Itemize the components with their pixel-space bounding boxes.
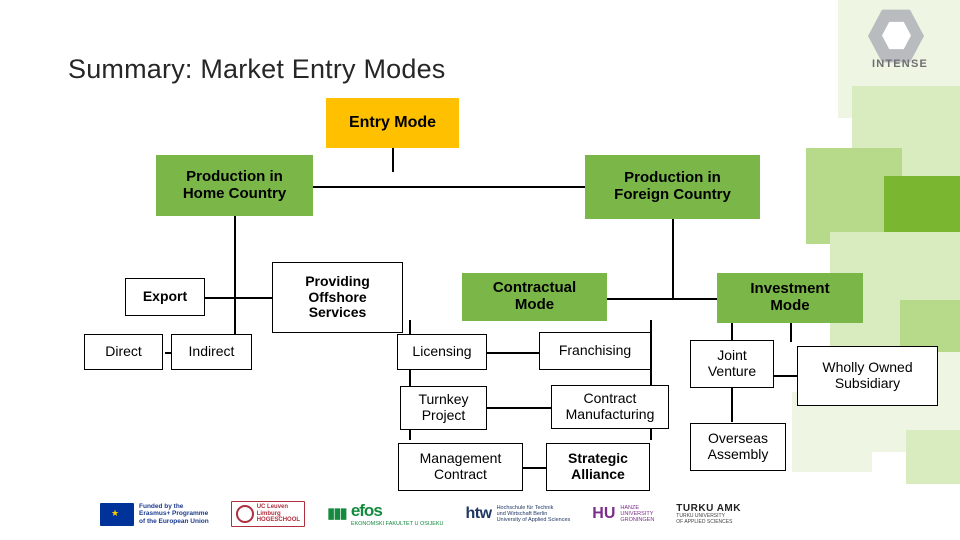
node-management-contract[interactable]: Management Contract — [398, 443, 523, 491]
node-label-line2: Mode — [770, 297, 810, 314]
logo-wordmark: INTENSE — [871, 58, 929, 70]
node-wholly-owned-subsidiary[interactable]: Wholly Owned Subsidiary — [797, 346, 938, 406]
node-licensing[interactable]: Licensing — [397, 334, 487, 370]
connector-foreign-children — [533, 298, 811, 300]
connector-export-down — [234, 278, 236, 340]
node-label-line2: Mode — [514, 296, 555, 313]
node-label-line2: Offshore — [308, 288, 367, 305]
node-export[interactable]: Export — [125, 278, 205, 316]
node-label-line1: Management — [419, 450, 502, 467]
connector-foreign-down — [672, 219, 674, 299]
turku-wordmark: TURKU AMK — [676, 502, 741, 514]
htw-sub-line3: University of Applied Sciences — [496, 517, 571, 524]
connector-investment-down — [790, 322, 792, 342]
node-label-line1: Investment — [750, 280, 830, 298]
ucll-line1: UC Leuven — [256, 503, 289, 510]
node-label: Franchising — [558, 342, 632, 359]
node-overseas-assembly[interactable]: Overseas Assembly — [690, 423, 786, 471]
node-label-line1: Strategic — [568, 450, 628, 467]
connector-investment-children — [771, 375, 806, 377]
connector-contractual-left-spine — [409, 320, 411, 440]
node-label: Entry Mode — [348, 114, 437, 132]
node-label-line2: Venture — [707, 363, 757, 379]
efos-wordmark: efos — [350, 501, 383, 521]
efos-bars-icon: ▮▮▮ — [327, 505, 348, 523]
intense-logo: INTENSE — [858, 8, 942, 80]
node-label-line2: Assembly — [707, 446, 769, 462]
node-label-line1: Wholly Owned — [822, 359, 913, 376]
erasmus-line1: Funded by the — [139, 502, 184, 510]
node-label: Licensing — [412, 343, 472, 360]
efos-logo: ▮▮▮ efos EKONOMSKI FAKULTET U OSIJEKU — [327, 501, 443, 527]
connector-contractual-row1 — [478, 352, 556, 354]
turku-logo: TURKU AMK TURKU UNIVERSITY OF APPLIED SC… — [676, 503, 741, 526]
htw-sub-line2: und Wirtschaft Berlin — [496, 510, 548, 517]
node-franchising[interactable]: Franchising — [539, 332, 651, 370]
node-label-line1: Contract — [583, 390, 637, 407]
node-label-line2: Manufacturing — [565, 406, 655, 422]
node-direct[interactable]: Direct — [84, 334, 163, 370]
connector-level1-horizontal — [234, 186, 586, 188]
connector-contractual-row2 — [481, 407, 553, 409]
hanze-sub-line1: HANZE — [620, 504, 640, 511]
ucll-circle-icon — [235, 504, 254, 523]
connector-home-to-export — [200, 297, 336, 299]
hanze-sub-line2: UNIVERSITY — [620, 510, 654, 517]
erasmus-line3: of the European Union — [139, 517, 209, 525]
connector-home-down — [234, 216, 236, 278]
efos-sub: EKONOMSKI FAKULTET U OSIJEKU — [350, 520, 444, 527]
node-offshore-services[interactable]: Providing Offshore Services — [272, 262, 403, 333]
node-contractual-mode[interactable]: Contractual Mode — [462, 273, 607, 321]
node-label-line1: Contractual — [492, 279, 577, 297]
ucll-sub: HOGESCHOOL — [256, 517, 301, 524]
page-title: Summary: Market Entry Modes — [68, 54, 446, 84]
node-contract-manufacturing[interactable]: Contract Manufacturing — [551, 385, 669, 429]
node-label-line2: Project — [421, 407, 466, 423]
node-label-line2: Subsidiary — [834, 375, 901, 391]
node-indirect[interactable]: Indirect — [171, 334, 252, 370]
eu-flag-icon — [100, 502, 134, 526]
node-label-line1: Providing — [305, 272, 370, 289]
node-label-line2: Home Country — [182, 184, 287, 202]
node-label-line1: Joint — [717, 347, 747, 364]
erasmus-logo: Funded by the Erasmus+ Programme of the … — [100, 502, 209, 526]
node-investment-mode[interactable]: Investment Mode — [717, 273, 863, 323]
node-production-foreign[interactable]: Production in Foreign Country — [585, 155, 760, 219]
connector-contractual-row3 — [523, 467, 553, 469]
hanze-logo: HU HANZE UNIVERSITY GRONINGEN — [592, 505, 654, 524]
node-label-line2: Foreign Country — [614, 186, 731, 203]
turku-sub-line1: TURKU UNIVERSITY — [676, 513, 725, 519]
htw-sub-line1: Hochschule für Technik — [496, 504, 554, 511]
turku-sub-line2: OF APPLIED SCIENCES — [676, 518, 733, 525]
node-label: Indirect — [188, 343, 235, 360]
node-production-home[interactable]: Production in Home Country — [156, 155, 313, 216]
ucll-logo: UC Leuven Limburg HOGESCHOOL — [230, 500, 306, 528]
node-label-line3: Services — [308, 304, 367, 321]
node-label-line2: Alliance — [571, 466, 625, 482]
htw-logo: htw Hochschule für Technik und Wirtschaf… — [466, 505, 571, 524]
node-label-line2: Contract — [434, 466, 487, 482]
node-label: Direct — [105, 343, 142, 360]
connector-entry-down — [392, 148, 394, 172]
node-label: Export — [142, 288, 188, 305]
connector-contractual-right-spine — [650, 320, 652, 440]
node-label-line1: Production in — [186, 167, 283, 185]
hanze-sub-line3: GRONINGEN — [620, 517, 655, 524]
node-turnkey-project[interactable]: Turnkey Project — [400, 386, 487, 430]
node-label-line1: Turnkey — [418, 391, 469, 408]
ucll-line2: Limburg — [256, 510, 281, 517]
htw-wordmark: htw — [465, 504, 493, 522]
node-entry-mode[interactable]: Entry Mode — [326, 98, 459, 148]
footer-logos: Funded by the Erasmus+ Programme of the … — [0, 488, 960, 540]
node-strategic-alliance[interactable]: Strategic Alliance — [546, 443, 650, 491]
hanze-wordmark: HU — [592, 504, 616, 522]
node-label-line1: Production in — [624, 169, 721, 187]
node-joint-venture[interactable]: Joint Venture — [690, 340, 774, 388]
node-label-line1: Overseas — [708, 430, 768, 447]
erasmus-line2: Erasmus+ Programme — [139, 510, 209, 518]
